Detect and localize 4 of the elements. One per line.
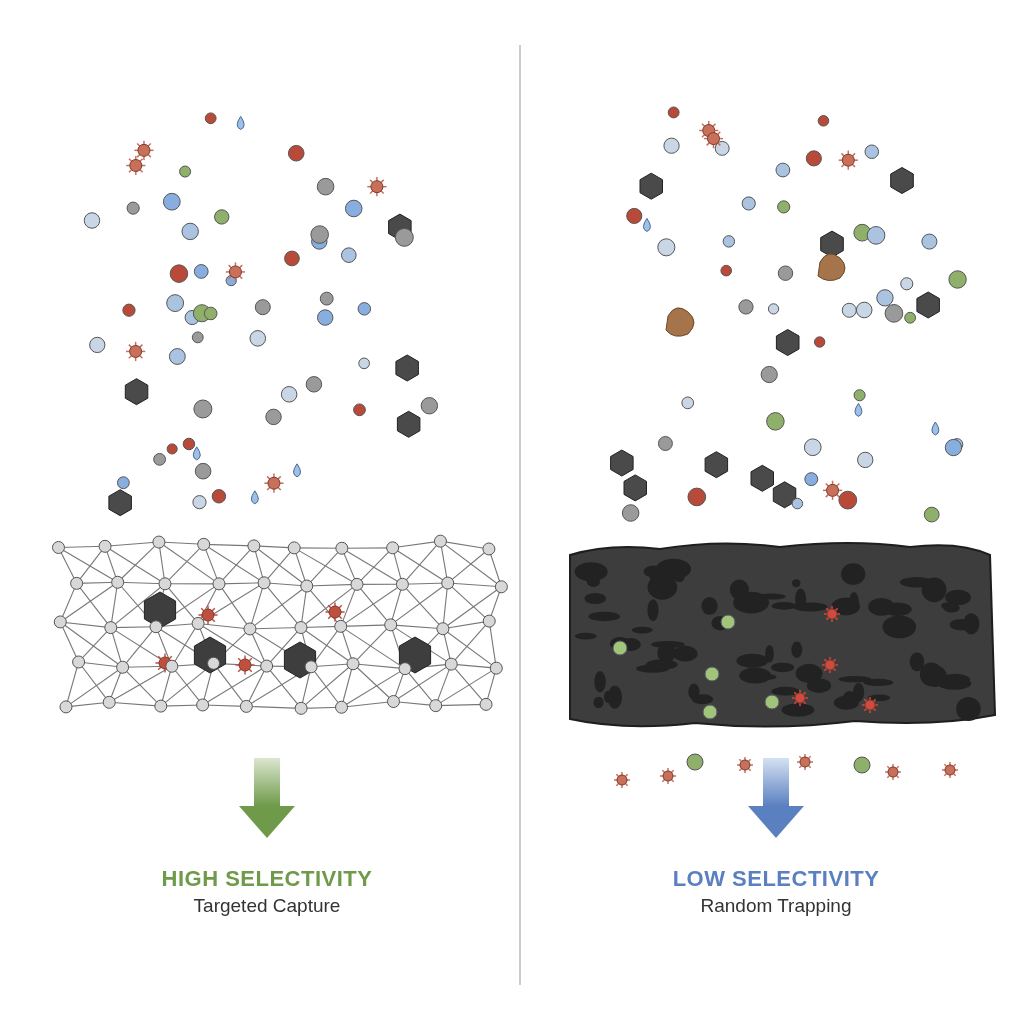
heading: HIGH SELECTIVITY bbox=[161, 866, 373, 891]
subheading: Random Trapping bbox=[700, 895, 852, 916]
heading: LOW SELECTIVITY bbox=[672, 866, 880, 891]
subheading: Targeted Capture bbox=[193, 895, 341, 916]
